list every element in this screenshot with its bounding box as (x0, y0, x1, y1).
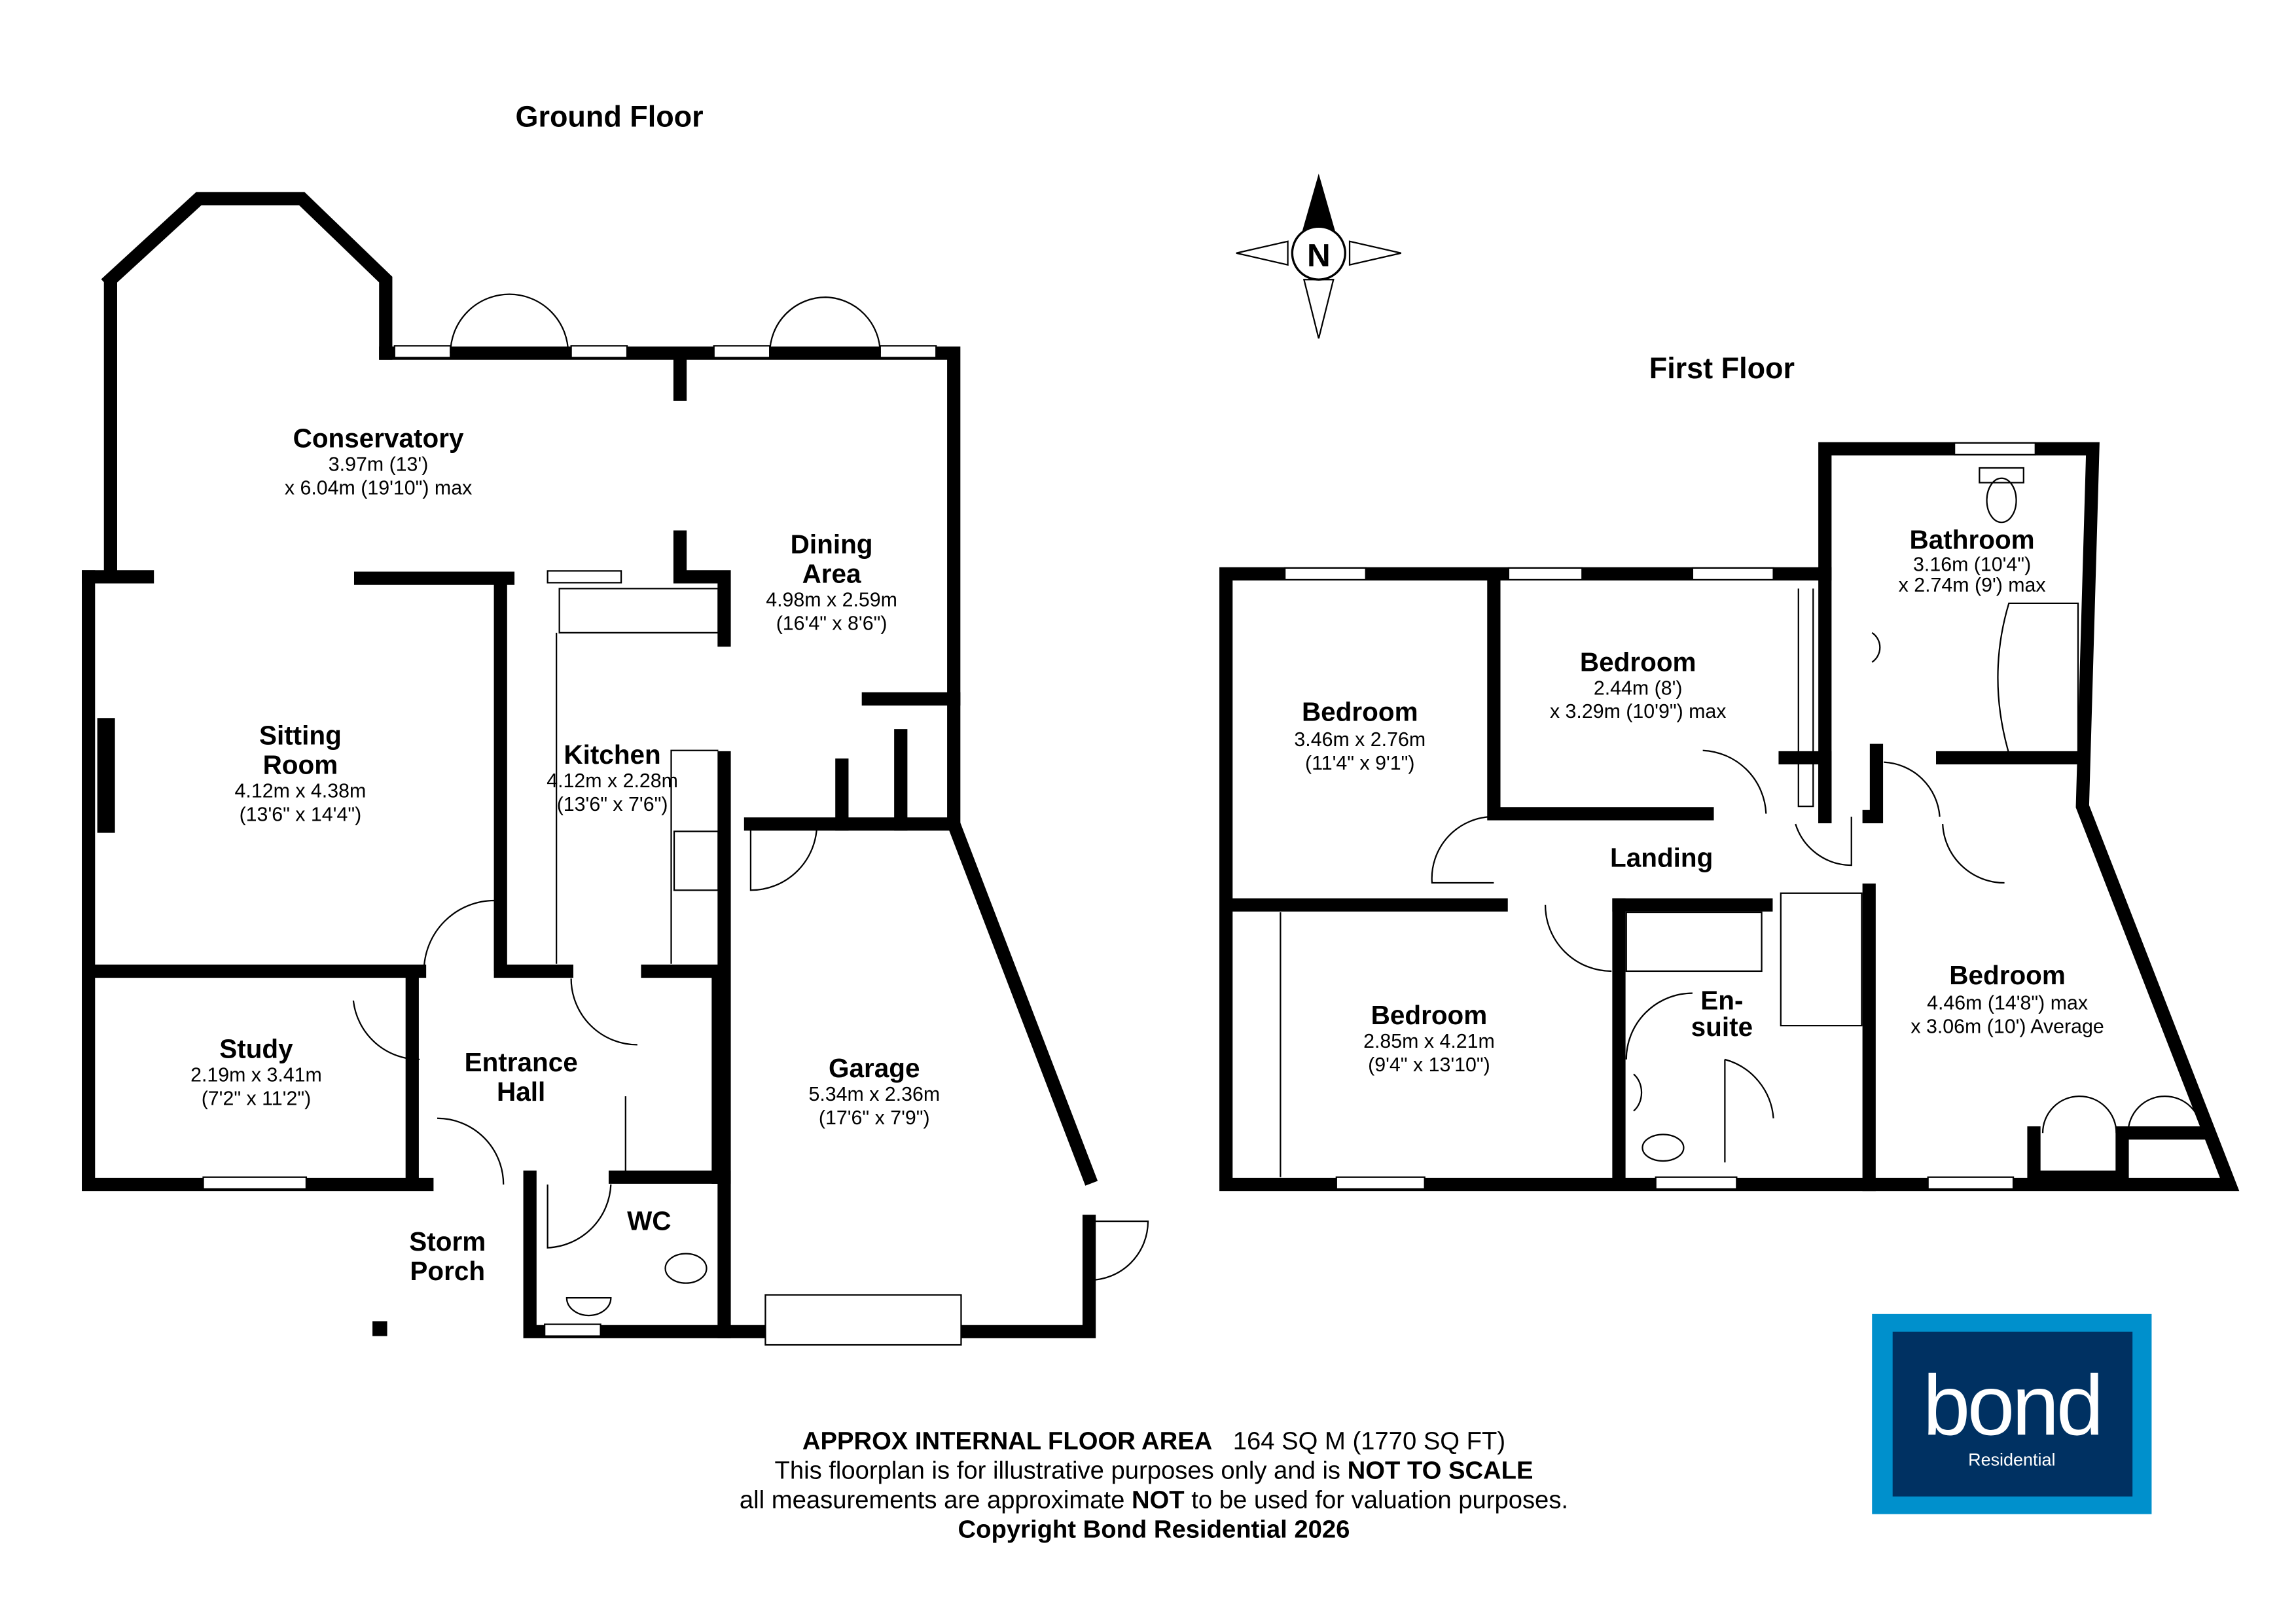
room-bedroom-4: Bedroom 4.46m (14'8") max x 3.06m (10') … (1910, 960, 2104, 1037)
svg-text:Landing: Landing (1610, 842, 1713, 872)
svg-text:suite: suite (1691, 1012, 1753, 1042)
ground-floor-walls (82, 192, 1149, 1346)
svg-text:4.46m (14'8") max: 4.46m (14'8") max (1927, 992, 2088, 1014)
room-storm-porch: Storm Porch (409, 1226, 486, 1286)
svg-text:3.97m (13'): 3.97m (13') (329, 454, 429, 475)
svg-text:2.19m x 3.41m: 2.19m x 3.41m (190, 1065, 322, 1086)
svg-text:Storm: Storm (409, 1226, 486, 1257)
room-bedroom-3: Bedroom 2.85m x 4.21m (9'4" x 13'10") (1363, 1000, 1495, 1076)
svg-text:x 6.04m (19'10") max: x 6.04m (19'10") max (285, 477, 472, 499)
bond-residential-logo: bond Residential (1872, 1313, 2152, 1514)
svg-text:(13'6" x 14'4"): (13'6" x 14'4") (240, 804, 362, 826)
room-garage: Garage 5.34m x 2.36m (17'6" x 7'9") (808, 1053, 940, 1129)
svg-text:Garage: Garage (829, 1053, 920, 1083)
area-label: APPROX INTERNAL FLOOR AREA (802, 1427, 1212, 1455)
svg-text:(9'4" x 13'10"): (9'4" x 13'10") (1368, 1054, 1490, 1076)
svg-text:Bedroom: Bedroom (1949, 960, 2066, 990)
svg-text:Bedroom: Bedroom (1371, 1000, 1488, 1030)
svg-text:Kitchen: Kitchen (564, 740, 660, 770)
room-sitting-room: Sitting Room 4.12m x 4.38m (13'6" x 14'4… (235, 721, 367, 826)
first-floor-walls (1219, 442, 2240, 1192)
room-kitchen: Kitchen 4.12m x 2.28m (13'6" x 7'6") (547, 740, 678, 815)
svg-text:2.44m (8'): 2.44m (8') (1594, 677, 1683, 699)
svg-text:x 2.74m (9') max: x 2.74m (9') max (1899, 575, 2046, 596)
room-study: Study 2.19m x 3.41m (7'2" x 11'2") (190, 1034, 322, 1110)
svg-text:Porch: Porch (410, 1256, 485, 1286)
room-conservatory: Conservatory 3.97m (13') x 6.04m (19'10"… (285, 423, 472, 499)
compass-north-label: N (1307, 238, 1331, 274)
svg-text:Conservatory: Conservatory (293, 423, 464, 454)
compass-rose-icon: N (1236, 173, 1401, 339)
svg-text:x 3.29m (10'9") max: x 3.29m (10'9") max (1550, 701, 1727, 722)
svg-text:Entrance: Entrance (465, 1047, 578, 1077)
svg-text:2.85m x 4.21m: 2.85m x 4.21m (1363, 1031, 1495, 1052)
svg-text:x 3.06m (10') Average: x 3.06m (10') Average (1910, 1016, 2104, 1037)
svg-text:4.98m x 2.59m: 4.98m x 2.59m (766, 589, 897, 611)
svg-text:4.12m x 2.28m: 4.12m x 2.28m (547, 770, 678, 792)
room-bedroom-1: Bedroom 3.46m x 2.76m (11'4" x 9'1") (1294, 697, 1426, 774)
svg-text:(7'2" x 11'2"): (7'2" x 11'2") (202, 1088, 312, 1110)
svg-text:Study: Study (219, 1034, 293, 1064)
svg-text:(11'4" x 9'1"): (11'4" x 9'1") (1305, 753, 1415, 774)
svg-text:Area: Area (802, 558, 861, 588)
svg-text:3.16m (10'4"): 3.16m (10'4") (1913, 554, 2031, 575)
room-dining-area: Dining Area 4.98m x 2.59m (16'4" x 8'6") (766, 529, 897, 634)
svg-text:Bathroom: Bathroom (1910, 525, 2035, 555)
room-landing: Landing (1610, 842, 1713, 872)
area-value: 164 SQ M (1770 SQ FT) (1233, 1427, 1505, 1455)
svg-text:bond: bond (1923, 1357, 2101, 1453)
footer-disclaimer: APPROX INTERNAL FLOOR AREA 164 SQ M (1770… (740, 1427, 1568, 1544)
svg-text:(17'6" x 7'9"): (17'6" x 7'9") (819, 1107, 930, 1129)
room-wc: WC (627, 1206, 671, 1236)
first-floor-title: First Floor (1649, 351, 1795, 385)
svg-text:Room: Room (263, 750, 338, 780)
room-entrance-hall: Entrance Hall (465, 1047, 578, 1107)
svg-text:4.12m x 4.38m: 4.12m x 4.38m (235, 781, 367, 802)
svg-text:(13'6" x 7'6"): (13'6" x 7'6") (557, 794, 668, 815)
room-bedroom-2: Bedroom 2.44m (8') x 3.29m (10'9") max (1550, 647, 1727, 722)
room-bathroom: Bathroom 3.16m (10'4") x 2.74m (9') max (1899, 525, 2046, 596)
svg-text:all measurements are approxima: all measurements are approximate NOT to … (740, 1486, 1568, 1514)
svg-text:Dining: Dining (791, 529, 873, 559)
svg-text:3.46m x 2.76m: 3.46m x 2.76m (1294, 729, 1426, 751)
svg-text:Bedroom: Bedroom (1302, 697, 1418, 727)
ground-floor-title: Ground Floor (516, 99, 704, 133)
svg-text:Bedroom: Bedroom (1580, 647, 1696, 677)
svg-text:(16'4" x 8'6"): (16'4" x 8'6") (776, 613, 888, 634)
svg-text:Residential: Residential (1968, 1450, 2055, 1469)
svg-text:Hall: Hall (497, 1077, 545, 1107)
svg-text:5.34m x 2.36m: 5.34m x 2.36m (808, 1084, 940, 1105)
room-en-suite: En- suite (1691, 985, 1753, 1041)
copyright: Copyright Bond Residential 2026 (958, 1516, 1350, 1544)
svg-text:WC: WC (627, 1206, 671, 1236)
svg-text:Sitting: Sitting (259, 721, 342, 751)
svg-text:This floorplan is for illustra: This floorplan is for illustrative purpo… (774, 1457, 1533, 1485)
svg-text:En-: En- (1700, 985, 1743, 1015)
